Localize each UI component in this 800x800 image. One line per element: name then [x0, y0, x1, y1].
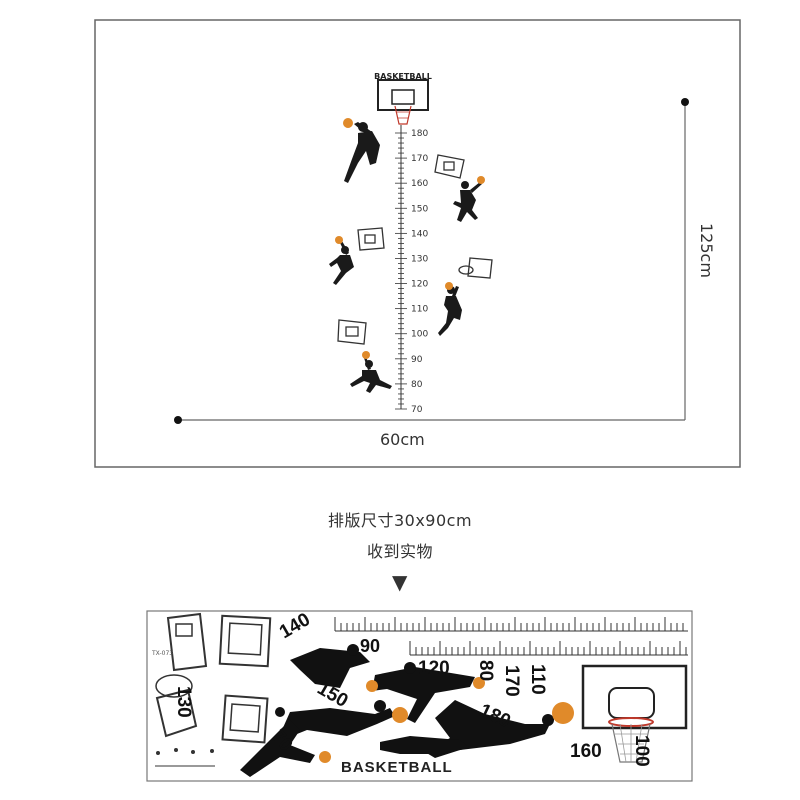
sheet-basketball-icon-3: [392, 707, 408, 723]
basketball-icons: [335, 118, 485, 359]
sheet-code: TX-073: [152, 650, 174, 657]
hoop-icon-right-upper: [434, 154, 465, 179]
ruler-label: 130: [411, 254, 428, 264]
sheet-ruler-middle: [409, 641, 688, 656]
small-hoops: [337, 154, 493, 345]
sheet-mini-figures: [155, 748, 215, 767]
height-dimension-line: [681, 98, 689, 420]
basketball-icon-4: [445, 282, 453, 290]
sheet-basketball-icon-5: [319, 751, 331, 763]
sheet-ruler-top: [334, 617, 688, 632]
sheet-number-110: 110: [527, 664, 548, 695]
ruler-label: 170: [411, 154, 428, 164]
sheet-player-silhouette-6: [380, 736, 470, 754]
sheet-number-90: 90: [360, 636, 381, 656]
sheet-large-backboard-icon: [581, 664, 688, 763]
sheet-player-silhouettes: [240, 644, 554, 777]
sheet-backboard-icon-4: [221, 694, 269, 744]
sheet-backboard-icon-3: [155, 674, 198, 738]
player-silhouette-5: [350, 357, 392, 393]
ruler-label: 90: [411, 355, 423, 365]
layout-size-caption: 排版尺寸30x90cm: [327, 511, 473, 530]
sheet-basketball-icon-1: [366, 680, 378, 692]
basketball-icon-2: [477, 176, 485, 184]
hoop-icon-right-middle: [458, 257, 493, 279]
sheet-basketball-icon-2: [473, 677, 485, 689]
width-label: 60cm: [380, 430, 425, 449]
ruler-label: 150: [411, 204, 428, 214]
sheet-backboard-icon-1: [166, 612, 208, 672]
hoop-icon-left-lower: [337, 319, 367, 345]
sheet-number-130: 130: [173, 686, 194, 718]
player-silhouette-3: [329, 241, 354, 285]
ruler-label: 100: [411, 330, 428, 340]
player-silhouette-2: [453, 181, 482, 222]
down-arrow-icon: ▼: [392, 570, 408, 594]
sheet-basketball-icons: [319, 677, 574, 763]
basketball-icon-1: [343, 118, 353, 128]
top-backboard-icon: [377, 79, 429, 125]
ruler-label: 120: [411, 280, 428, 290]
ruler-label: 140: [411, 229, 428, 239]
top-hoop-label: BASKETBALL: [374, 72, 432, 81]
height-label: 125cm: [697, 223, 716, 278]
ruler-label: 180: [411, 129, 428, 139]
sheet-number-170: 170: [501, 665, 522, 697]
sheet-number-80: 80: [475, 660, 496, 682]
sheet-player-silhouette-5: [240, 707, 315, 777]
received-caption: 收到实物: [366, 542, 433, 561]
player-silhouette-1: [344, 122, 380, 183]
width-dimension-line: [174, 416, 685, 424]
sheet-small-backboards: [155, 612, 272, 744]
sheet-player-silhouette-1: [290, 644, 370, 688]
ruler-label: 70: [411, 405, 423, 415]
sheet-number-160: 160: [570, 741, 602, 762]
sheet-bottom-label: BASKETBALL: [341, 759, 453, 776]
ruler-label: 160: [411, 179, 428, 189]
sheet-player-silhouette-3: [282, 700, 395, 738]
sheet-number-120: 120: [418, 658, 450, 679]
basketball-icon-3: [335, 236, 343, 244]
sheet-number-100: 100: [631, 735, 652, 767]
ruler-label: 80: [411, 380, 423, 390]
basketball-icon-5: [362, 351, 370, 359]
sheet-player-silhouette-2: [372, 662, 475, 723]
ruler-label: 110: [411, 305, 428, 315]
sheet-backboard-icon-2: [218, 614, 272, 668]
height-ruler: 180 170 160 150 140 130 120 110 100 90 80 70: [395, 125, 428, 415]
sheet-basketball-icon-4: [552, 702, 574, 724]
hoop-icon-left-middle: [357, 227, 385, 251]
player-silhouettes: [329, 122, 482, 393]
